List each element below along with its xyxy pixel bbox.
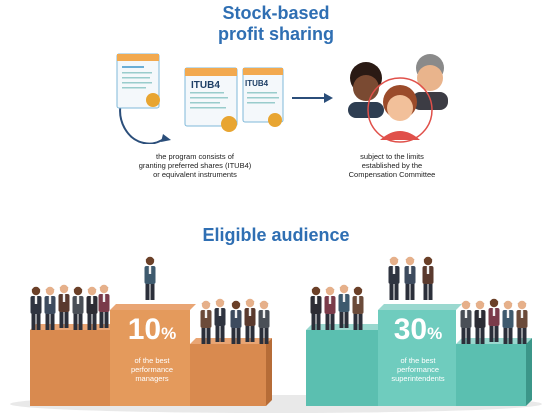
person-figure-icon [244,298,256,342]
person-figure-icon [352,286,364,330]
caption-line: or equivalent instruments [153,170,237,179]
podium-right [306,304,532,406]
program-caption: the program consists of granting preferr… [120,152,270,179]
percent-label-left: 10% [112,313,192,347]
description-line: of the best [134,356,170,365]
percent-number: 10 [127,313,162,346]
person-avatar-icon [412,54,448,110]
doc-label: ITUB4 [191,80,220,91]
person-figure-icon [200,300,212,344]
doc-label: ITUB4 [245,79,269,88]
description-line: managers [135,374,169,383]
description-line: superintendents [391,374,445,383]
title-line-2: profit sharing [218,24,334,44]
person-figure-icon [86,286,98,330]
caption-line: the program consists of [156,152,234,161]
person-figure-icon [214,298,226,342]
person-figure-icon [58,284,70,328]
person-figure-icon [404,256,416,300]
podium-left-description: of the best performance managers [112,356,192,383]
committee-members-illustration [348,54,448,143]
caption-line: Compensation Committee [348,170,436,179]
share-documents-illustration: ITUB4 ITUB4 [116,53,284,144]
person-figure-icon [460,300,472,344]
person-avatar-icon [367,77,433,143]
percent-label-right: 30% [378,313,458,347]
person-figure-icon [230,300,242,344]
person-figure-icon [502,300,514,344]
person-figure-icon [388,256,400,300]
person-figure-icon [422,256,434,300]
person-figure-icon [310,286,322,330]
caption-line: established by the [361,161,423,170]
title-line-1: Stock-based [222,3,330,23]
document-icon [242,67,284,127]
description-line: performance [396,365,440,374]
podium-right-description: of the best performance superintendents [374,356,462,383]
percent-symbol: % [427,324,443,343]
person-figure-icon [30,286,42,330]
gold-seal-icon [146,93,160,107]
percent-number: 30 [393,313,428,346]
right-arrow-icon [292,93,333,103]
section-title-profit-sharing: Stock-based profit sharing [0,3,552,45]
person-figure-icon [474,300,486,344]
document-icon [184,67,238,132]
percent-symbol: % [161,324,177,343]
person-figure-icon [324,286,336,330]
person-figure-icon [72,286,84,330]
caption-line: granting preferred shares (ITUB4) [138,161,252,170]
caption-line: subject to the limits [360,152,424,161]
person-figure-icon [258,300,270,344]
person-figure-icon [98,284,110,328]
person-figure-icon [338,284,350,328]
person-figure-icon [488,298,500,342]
person-figure-icon [44,286,56,330]
person-figure-icon [516,300,528,344]
gold-seal-icon [221,116,237,132]
description-line: of the best [400,356,436,365]
section-title-eligible: Eligible audience [202,225,350,245]
limits-caption: subject to the limits established by the… [322,152,462,179]
description-line: performance [130,365,174,374]
person-figure-icon [144,256,156,300]
document-icon [116,53,160,109]
gold-seal-icon [268,113,282,127]
